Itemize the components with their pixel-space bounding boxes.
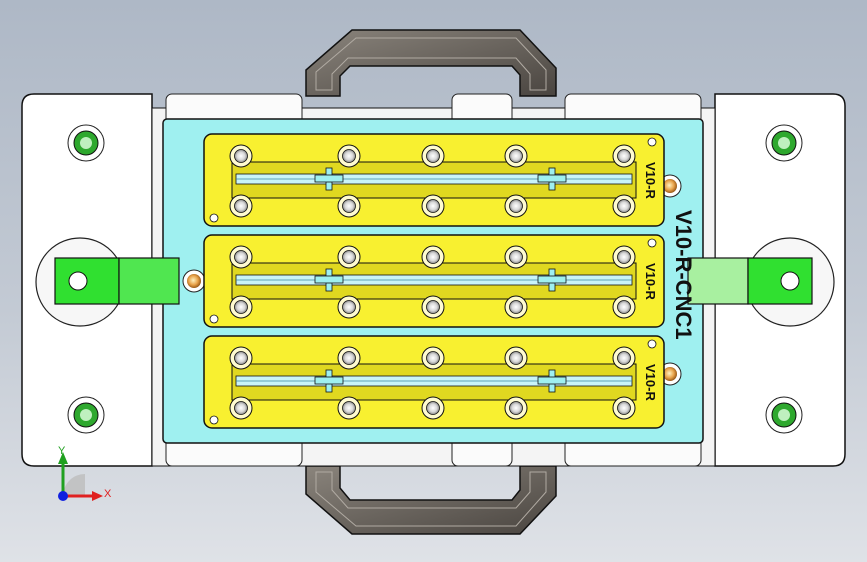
insert-stack: V10-R V10-R V10-R	[203, 133, 665, 429]
insert-bolt[interactable]	[612, 346, 636, 370]
insert-bolt[interactable]	[504, 245, 528, 269]
insert-bolt[interactable]	[612, 245, 636, 269]
insert-label: V10-R	[643, 263, 658, 300]
handle-bottom	[305, 465, 557, 535]
yellow-insert[interactable]: V10-R	[203, 234, 665, 328]
insert-bolt[interactable]	[337, 245, 361, 269]
insert-screw	[647, 238, 657, 248]
mounting-screw-bottom-left[interactable]	[67, 396, 105, 434]
insert-label: V10-R	[643, 162, 658, 199]
x-axis-label: X	[104, 488, 112, 500]
clamp-block-right[interactable]	[687, 257, 813, 305]
dowel-pin	[182, 269, 206, 293]
insert-screw	[209, 213, 219, 223]
insert-bolt[interactable]	[337, 396, 361, 420]
insert-bolt[interactable]	[612, 396, 636, 420]
insert-screw	[647, 339, 657, 349]
yellow-insert[interactable]: V10-R	[203, 335, 665, 429]
insert-bolt[interactable]	[421, 144, 445, 168]
insert-bolt[interactable]	[612, 194, 636, 218]
origin-marker	[58, 491, 68, 501]
insert-screw	[209, 314, 219, 324]
insert-bolt[interactable]	[337, 346, 361, 370]
insert-label: V10-R	[643, 364, 658, 401]
insert-screw	[209, 415, 219, 425]
mounting-screw-top-left[interactable]	[67, 124, 105, 162]
insert-bolt[interactable]	[229, 346, 253, 370]
mounting-screw-top-right[interactable]	[765, 124, 803, 162]
insert-bolt[interactable]	[229, 194, 253, 218]
insert-bolt[interactable]	[229, 144, 253, 168]
insert-bolt[interactable]	[504, 295, 528, 319]
insert-bolt[interactable]	[421, 346, 445, 370]
insert-bolt[interactable]	[504, 346, 528, 370]
handle-top	[305, 29, 557, 97]
insert-bolt[interactable]	[612, 295, 636, 319]
engraving-part-number: V10-R-CNC1	[671, 210, 696, 340]
insert-bolt[interactable]	[504, 144, 528, 168]
insert-bolt[interactable]	[612, 144, 636, 168]
insert-bolt[interactable]	[421, 295, 445, 319]
insert-bolt[interactable]	[337, 194, 361, 218]
insert-bolt[interactable]	[337, 295, 361, 319]
yellow-insert[interactable]: V10-R	[203, 133, 665, 227]
insert-bolt[interactable]	[229, 295, 253, 319]
clamp-block-left[interactable]	[54, 257, 180, 305]
insert-bolt[interactable]	[504, 194, 528, 218]
mounting-screw-bottom-right[interactable]	[765, 396, 803, 434]
axis-triad: Y X	[58, 445, 112, 501]
insert-screw	[647, 137, 657, 147]
insert-bolt[interactable]	[421, 194, 445, 218]
insert-bolt[interactable]	[504, 396, 528, 420]
insert-bolt[interactable]	[229, 396, 253, 420]
y-axis-label: Y	[58, 445, 66, 457]
insert-bolt[interactable]	[337, 144, 361, 168]
insert-bolt[interactable]	[421, 245, 445, 269]
insert-bolt[interactable]	[229, 245, 253, 269]
insert-bolt[interactable]	[421, 396, 445, 420]
